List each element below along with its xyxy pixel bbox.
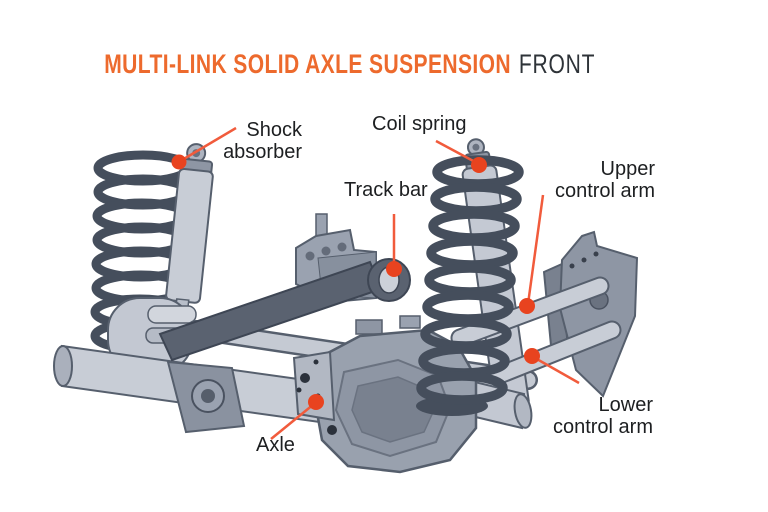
- label-upper-control-arm: Upper control arm: [555, 158, 655, 202]
- coil-spring-callout-dot: [471, 157, 487, 173]
- label-lower-control-arm-line1: Lower: [598, 394, 653, 416]
- label-coil-spring: Coil spring: [372, 113, 467, 135]
- lower-bracket-left: [166, 360, 246, 434]
- upper-control-arm-callout-line: [526, 194, 545, 305]
- label-lower-control-arm-line2: control arm: [552, 416, 653, 438]
- label-shock-absorber-line1: Shock: [246, 119, 302, 141]
- axle-callout-line: [270, 403, 315, 440]
- label-shock-absorber-line2: absorber: [223, 141, 302, 163]
- label-axle: Axle: [256, 434, 295, 456]
- callouts: [181, 126, 580, 440]
- label-shock-absorber: Shock absorber: [223, 119, 302, 163]
- axle-callout-dot: [308, 394, 324, 410]
- upper-control-arm-callout-dot: [519, 298, 535, 314]
- lower-control-arm-callout-line: [534, 356, 580, 385]
- title-accent-text: MULTI-LINK SOLID AXLE SUSPENSION: [104, 49, 512, 79]
- label-track-bar: Track bar: [344, 179, 428, 201]
- label-upper-control-arm-line2: control arm: [554, 180, 655, 202]
- title-suffix-text: FRONT: [519, 49, 596, 79]
- shock-absorber-callout-line: [181, 126, 237, 162]
- label-upper-control-arm-line1: Upper: [600, 158, 655, 180]
- lower-control-arm-callout-dot: [524, 348, 540, 364]
- track-bar-callout-dot: [386, 261, 402, 277]
- shock-absorber-callout-dot: [171, 154, 187, 170]
- callout-dots: [171, 154, 540, 410]
- label-lower-control-arm: Lower control arm: [553, 394, 653, 438]
- coil-spring-callout-line: [435, 139, 478, 165]
- right-coil-spring: [416, 155, 524, 416]
